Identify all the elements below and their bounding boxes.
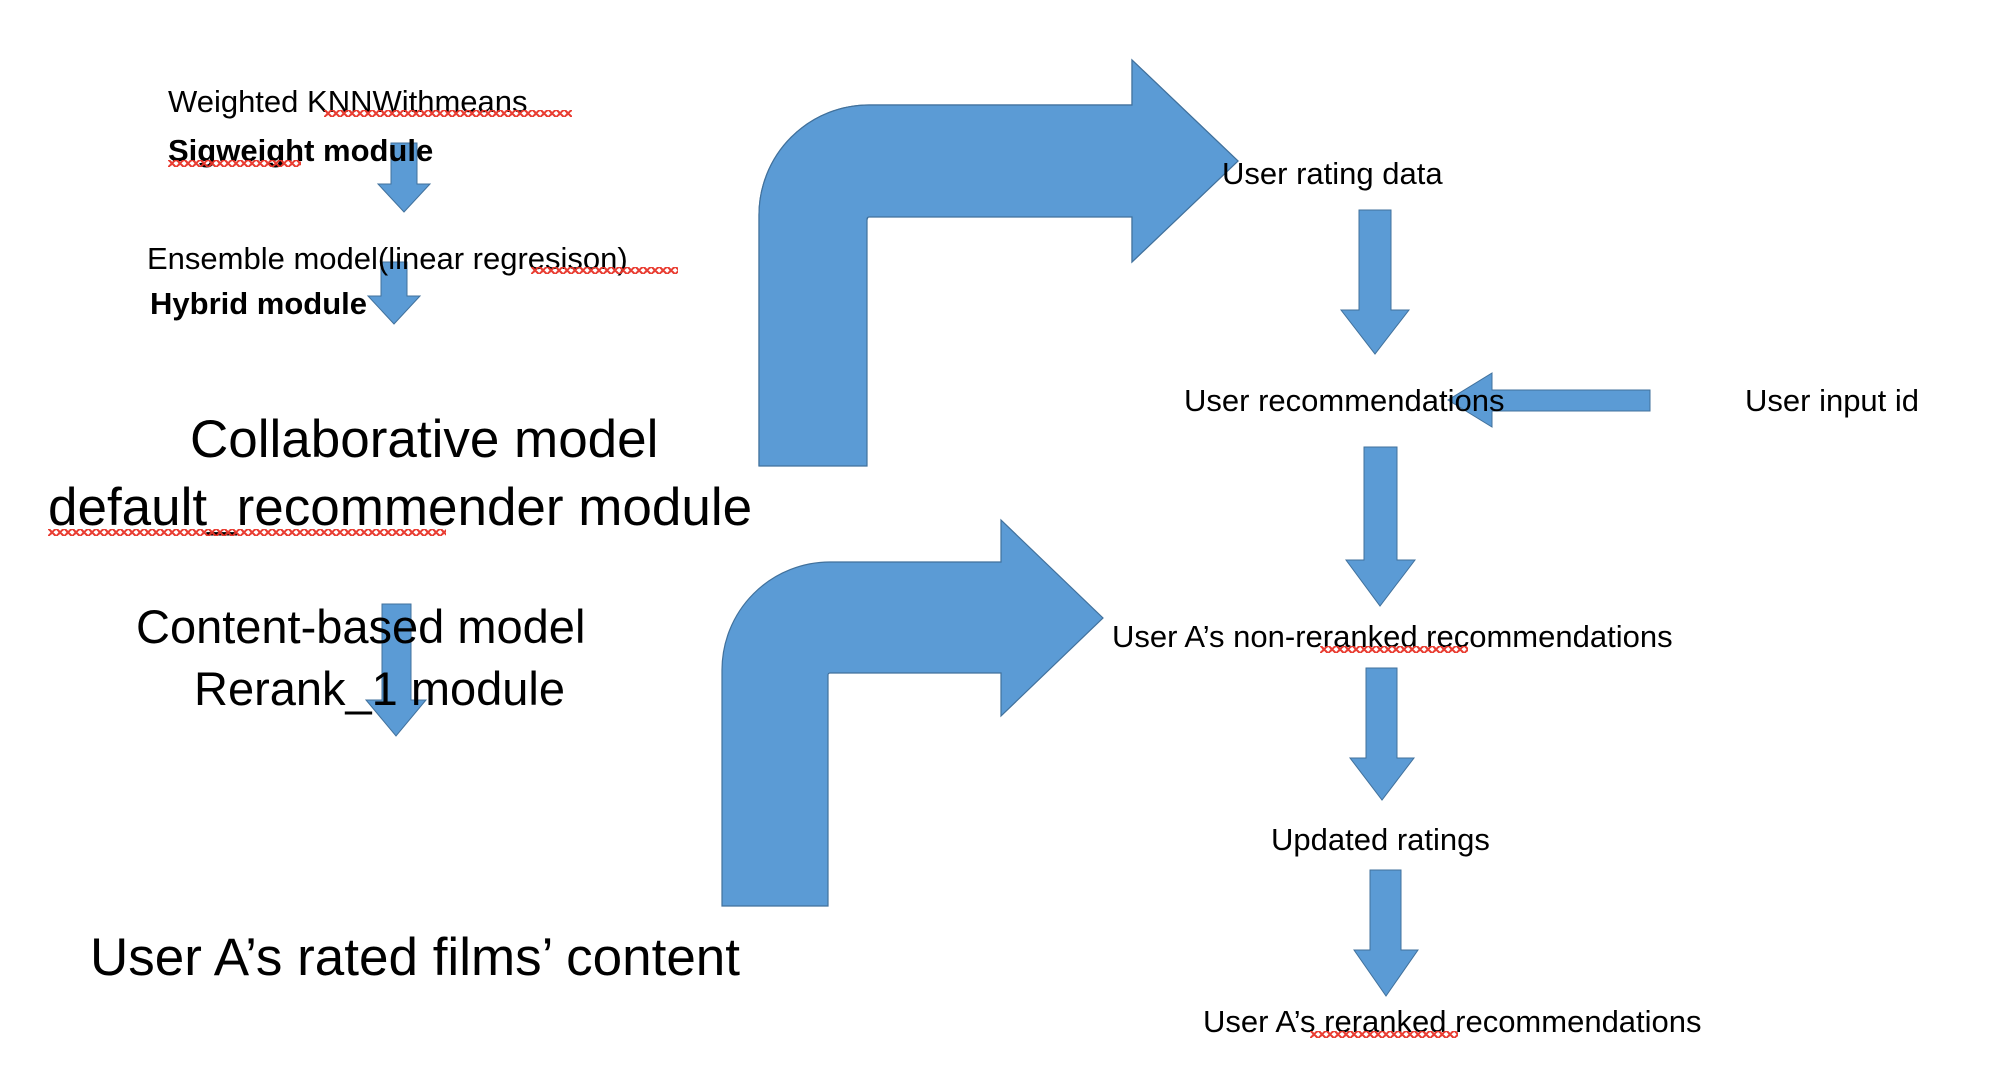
down-arrow-user-rating-data-to-recommendations	[1339, 209, 1411, 355]
down-arrow-recommendations-to-non-reranked	[1345, 446, 1417, 607]
label-user-input-id: User input id	[1745, 383, 1920, 418]
label-content-based-model: Content-based model	[136, 600, 586, 653]
label-user-recommendations: User recommendations	[1184, 383, 1505, 418]
label-user-a-rated-films-content: User A’s rated films’ content	[90, 928, 741, 987]
label-weighted-knnwithmeans: Weighted KNNWithmeans	[168, 84, 528, 119]
label-user-a-non-reranked-recommendations: User A’s non-reranked recommendations	[1112, 619, 1673, 654]
label-user-a-reranked-recommendations: User A’s reranked recommendations	[1203, 1004, 1702, 1039]
label-ensemble-model: Ensemble model(linear regresison)	[147, 241, 628, 276]
label-sigweight-module: Sigweight module	[168, 133, 434, 168]
label-default-recommender-module: default_recommender module	[48, 478, 753, 537]
down-arrow-non-reranked-to-updated-ratings	[1348, 667, 1416, 801]
label-hybrid-module: Hybrid module	[150, 286, 368, 321]
label-user-rating-data: User rating data	[1222, 156, 1443, 191]
down-arrow-updated-ratings-to-reranked	[1353, 869, 1419, 997]
bent-arrow-content-based-to-non-reranked	[721, 518, 1104, 907]
bent-arrow-collaborative-to-user-rating-data	[758, 58, 1239, 467]
label-rerank-1-module: Rerank_1 module	[194, 662, 565, 715]
label-collaborative-model: Collaborative model	[190, 410, 659, 469]
label-updated-ratings: Updated ratings	[1271, 822, 1490, 857]
